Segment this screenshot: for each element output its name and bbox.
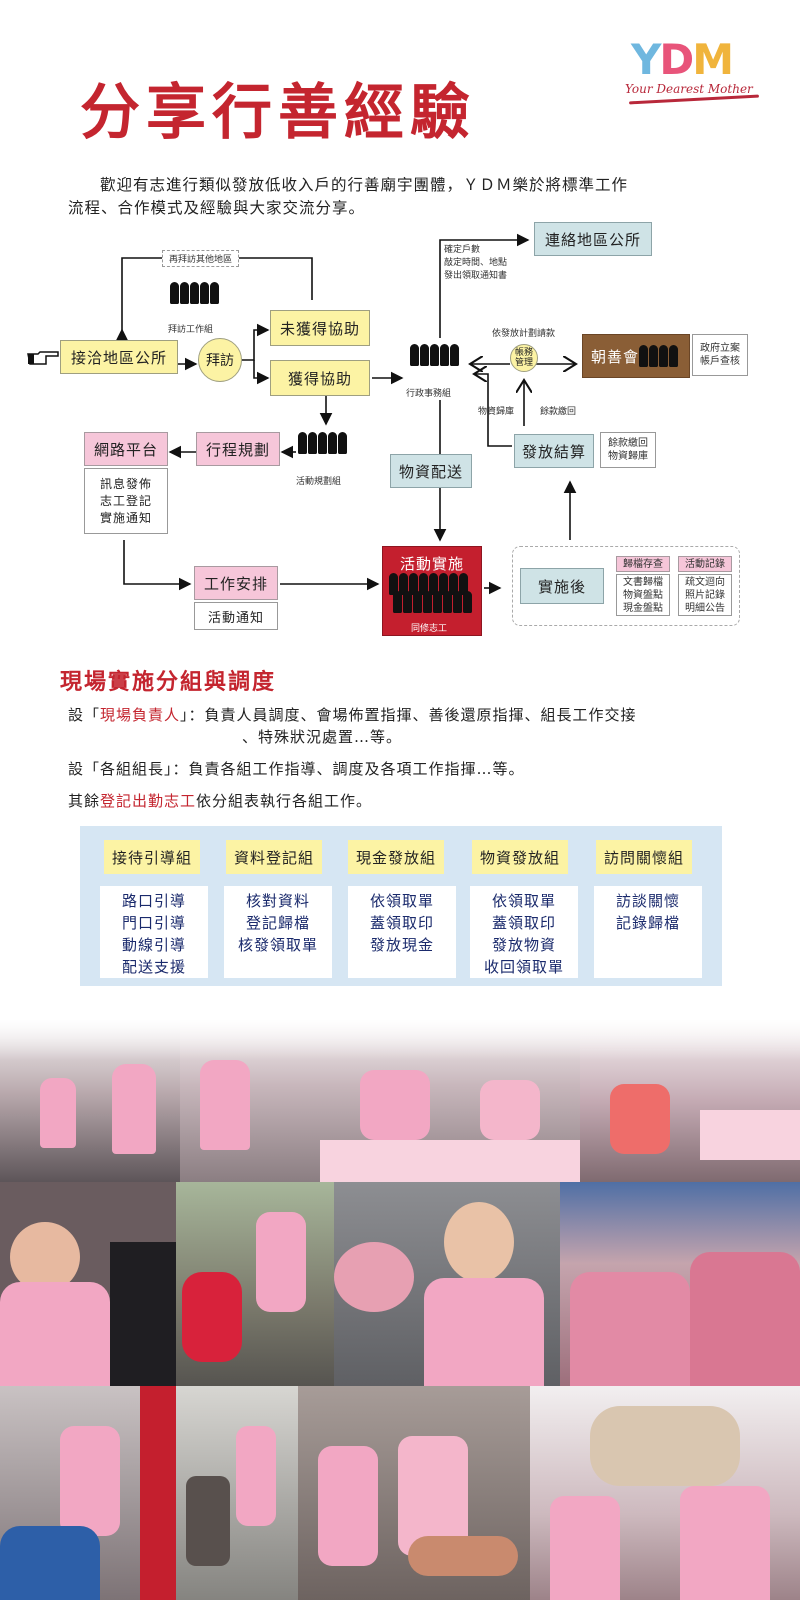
photo-scooter-delivery (176, 1182, 334, 1386)
page-title: 分享行善經驗 (80, 78, 476, 148)
archive-title: 歸檔存查 (616, 556, 670, 572)
group-tasks-visit: 訪談關懷記錄歸檔 (594, 886, 702, 978)
work-arrangement-box: 工作安排 (194, 566, 278, 600)
group-header-registration: 資料登記組 (226, 840, 322, 874)
section-heading: 現場實施分組與調度 (60, 669, 277, 695)
visit-group-people-icon (170, 282, 220, 308)
temple-box: 朝善會 (582, 334, 690, 378)
visit-circle: 拜訪 (198, 338, 242, 382)
after-box: 實施後 (520, 568, 604, 604)
photo-wheelchair-help (176, 1386, 298, 1600)
admin-group-people-icon (410, 344, 460, 370)
volunteers-people-icon (389, 573, 479, 599)
contact-office-right-box: 連絡地區公所 (534, 222, 652, 256)
paragraph-volunteers: 其餘登記出勤志工依分組表執行各組工作。 (68, 792, 373, 810)
photo-street-assist (0, 1386, 176, 1600)
photo-packing-supplies (298, 1386, 530, 1600)
after-group-frame (512, 546, 740, 626)
photo-seniors-care (560, 1182, 800, 1386)
group-tasks-reception: 路口引導門口引導動線引導配送支援 (100, 886, 208, 978)
plan-group-label: 活動規劃組 (296, 477, 342, 487)
group-header-reception: 接待引導組 (104, 840, 200, 874)
photo-smiling-volunteer (334, 1182, 560, 1386)
schedule-box: 行程規劃 (196, 432, 280, 466)
event-notice-box: 活動通知 (194, 602, 278, 630)
finance-circle: 帳務管理 (510, 344, 538, 372)
group-tasks-registration: 核對資料登記歸檔核發領取單 (224, 886, 332, 978)
group-header-supply: 物資發放組 (472, 840, 568, 874)
logo-tagline: Your Dearest Mother (625, 82, 753, 96)
group-header-cash: 現金發放組 (348, 840, 444, 874)
contact-office-box: 接洽地區公所 (60, 340, 178, 374)
logo-letters: YDM (631, 35, 734, 84)
admin-group-label: 行政事務組 (406, 389, 452, 399)
volunteers-people-icon-row2 (393, 591, 483, 617)
got-help-box: 獲得協助 (270, 360, 370, 396)
photo-rice-bags (530, 1386, 800, 1600)
money-return-label: 餘款繳回 (540, 407, 577, 417)
settlement-box: 發放結算 (514, 434, 594, 468)
temple-people-icon (639, 345, 679, 371)
web-note: 訊息發佈志工登記實施通知 (84, 468, 168, 534)
paragraph-leader-cont: 、特殊狀況處置…等。 (242, 728, 403, 746)
visit-group-label: 拜訪工作組 (168, 325, 214, 335)
settlement-note: 餘款繳回物資歸庫 (600, 432, 656, 468)
archive-items: 文書歸檔物資盤點現金盤點 (616, 574, 670, 616)
group-header-visit: 訪問關懷組 (596, 840, 692, 874)
temple-note: 政府立案帳戶查核 (692, 334, 748, 376)
volunteers-label: 同修志工 (411, 624, 448, 634)
photo-collage (0, 1020, 800, 1600)
pointing-hand-icon (26, 350, 60, 366)
ydm-logo: YDM Your Dearest Mother (625, 38, 765, 108)
web-platform-box: 網路平台 (84, 432, 168, 466)
paragraph-group-leaders: 設「各組組長」：負責各組工作指導、調度及各項工作指揮…等。 (68, 760, 525, 778)
plan-request-label: 依發放計劃請款 (492, 329, 556, 339)
paragraph-leader: 設「現場負責人」：負責人員調度、會場佈置指揮、善後還原指揮、組長工作交接 (68, 706, 637, 724)
event-box: 活動實施 同修志工 (382, 546, 482, 636)
confirm-note: 確定戶數 敲定時間、地點 發出領取通知書 (444, 245, 508, 281)
supply-delivery-box: 物資配送 (390, 454, 472, 488)
intro-paragraph: 歡迎有志進行類似發放低收入戶的行善廟宇團體，ＹＤＭ樂於將標準工作 流程、合作模式… (68, 176, 629, 217)
collage-fade (0, 1020, 800, 1060)
record-items: 疏文迴向照片記錄明細公告 (678, 574, 732, 616)
record-title: 活動記錄 (678, 556, 732, 572)
group-tasks-supply: 依領取單蓋領取印發放物資收回領取單 (470, 886, 578, 978)
supply-return-label: 物資歸庫 (478, 407, 515, 417)
revisit-label: 再拜訪其他地區 (162, 250, 240, 267)
group-tasks-cash: 依領取單蓋領取印發放現金 (348, 886, 456, 978)
no-help-box: 未獲得協助 (270, 310, 370, 346)
photo-volunteer-masked (0, 1182, 176, 1386)
plan-group-people-icon (298, 432, 348, 458)
